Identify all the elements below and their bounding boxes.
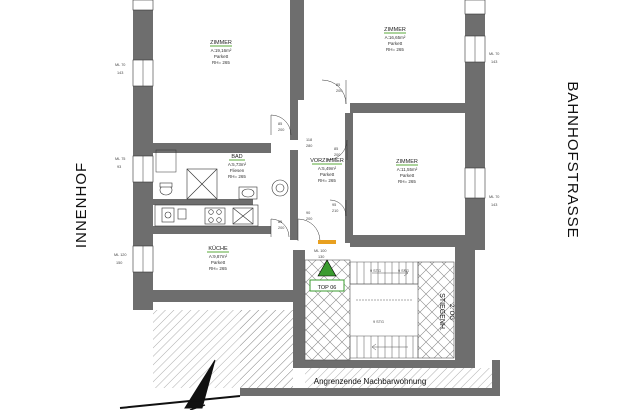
- entrance-arrow-icon: [317, 259, 337, 277]
- stair-steps-upper-left: 9 STG: [370, 269, 381, 273]
- svg-text:RH= 265: RH= 265: [228, 174, 246, 179]
- stair-steps-upper-right: 9 STG: [398, 269, 409, 273]
- svg-text:143: 143: [491, 203, 497, 207]
- svg-text:ML 75: ML 75: [115, 157, 125, 161]
- stairwell-level: 2. OG: [448, 304, 454, 320]
- svg-text:Parkett: Parkett: [214, 54, 229, 59]
- svg-text:130: 130: [318, 255, 324, 259]
- svg-text:210: 210: [332, 209, 338, 213]
- svg-text:93: 93: [117, 165, 121, 169]
- dimension-tags: ML 70 143 ML 75 93 ML 120 150 ML 70 143 …: [114, 52, 499, 265]
- svg-text:Parkett: Parkett: [388, 41, 403, 46]
- svg-text:ZIMMER: ZIMMER: [210, 40, 232, 46]
- svg-text:200: 200: [336, 89, 342, 93]
- svg-text:ZIMMER: ZIMMER: [396, 159, 418, 165]
- svg-text:200: 200: [334, 153, 340, 157]
- stair-landing: [304, 259, 351, 361]
- svg-text:Fliesen: Fliesen: [230, 168, 245, 173]
- room-label-kueche: KÜCHE A:9,87m² Parkett RH= 265: [207, 245, 229, 271]
- unit-badge-box: [309, 279, 345, 292]
- svg-text:RH= 265: RH= 265: [212, 60, 230, 65]
- svg-text:RH= 265: RH= 265: [398, 179, 416, 184]
- room-label-bad: BAD A:5,73m² Fliesen RH= 265: [228, 154, 247, 179]
- room-label-zimmer-1: ZIMMER A:19,16m² Parkett RH= 265: [210, 40, 232, 65]
- svg-text:A:5,49m²: A:5,49m²: [318, 166, 337, 171]
- svg-text:VORZIMMER: VORZIMMER: [310, 158, 344, 164]
- svg-text:KÜCHE: KÜCHE: [208, 245, 228, 252]
- svg-text:85: 85: [334, 147, 338, 151]
- north-arrow-icon: [119, 359, 241, 410]
- svg-text:BAD: BAD: [231, 154, 242, 160]
- svg-text:85: 85: [336, 83, 340, 87]
- svg-text:A:16,65m²: A:16,65m²: [385, 35, 406, 40]
- svg-text:200: 200: [278, 128, 284, 132]
- svg-text:200: 200: [306, 217, 312, 221]
- street-label-right: BAHNHOFSTRASSE: [564, 81, 581, 238]
- svg-text:RH= 265: RH= 265: [318, 178, 336, 183]
- svg-text:A:19,16m²: A:19,16m²: [211, 48, 232, 53]
- neighbor-label: Angrenzende Nachbarwohnung: [314, 377, 427, 386]
- stair-steps-lower: 9 STG: [373, 320, 384, 324]
- svg-text:A:5,73m²: A:5,73m²: [228, 162, 247, 167]
- svg-text:ML 100: ML 100: [314, 249, 327, 253]
- stairs: [349, 261, 419, 359]
- svg-text:85: 85: [278, 122, 282, 126]
- svg-text:143: 143: [491, 60, 497, 64]
- entrance-door: [318, 240, 336, 244]
- svg-text:ML 70: ML 70: [489, 52, 499, 56]
- svg-text:ML 70: ML 70: [115, 63, 125, 67]
- svg-text:143: 143: [117, 71, 123, 75]
- bathroom-fixtures: [159, 168, 289, 200]
- room-label-zimmer-3: ZIMMER A:11,55m² Parkett RH= 265: [396, 159, 418, 184]
- street-label-left: INNENHOF: [73, 162, 90, 248]
- svg-text:200: 200: [278, 226, 284, 230]
- svg-text:RH= 265: RH= 265: [386, 47, 404, 52]
- svg-text:A:11,55m²: A:11,55m²: [397, 167, 418, 172]
- svg-text:150: 150: [116, 261, 122, 265]
- svg-text:ML 70: ML 70: [489, 195, 499, 199]
- neighbor-area-bottom: [305, 368, 495, 388]
- svg-text:118: 118: [306, 138, 312, 142]
- windows-left: [132, 59, 154, 273]
- room-label-zimmer-2: ZIMMER A:16,65m² Parkett RH= 265: [384, 27, 406, 52]
- svg-text:RH= 265: RH= 265: [209, 266, 227, 271]
- svg-text:ML 120: ML 120: [114, 253, 127, 257]
- windows-right: [132, 0, 486, 199]
- svg-text:85: 85: [278, 220, 282, 224]
- svg-text:280: 280: [306, 144, 312, 148]
- room-label-vorzimmer: VORZIMMER A:5,49m² Parkett RH= 265: [310, 158, 344, 183]
- unit-label: TOP 06: [318, 285, 337, 291]
- kitchen-counter: [154, 204, 259, 227]
- door-swings: [155, 79, 348, 242]
- svg-text:Parkett: Parkett: [400, 173, 415, 178]
- svg-text:Parkett: Parkett: [211, 260, 226, 265]
- svg-text:A:9,87m²: A:9,87m²: [209, 254, 228, 259]
- room-labels: ZIMMER A:19,16m² Parkett RH= 265 ZIMMER …: [207, 27, 418, 271]
- svg-text:90: 90: [306, 211, 310, 215]
- svg-text:95: 95: [332, 203, 336, 207]
- svg-text:Parkett: Parkett: [320, 172, 335, 177]
- svg-text:ZIMMER: ZIMMER: [384, 27, 406, 33]
- stairwell-name: STIEGENH.: [438, 293, 445, 331]
